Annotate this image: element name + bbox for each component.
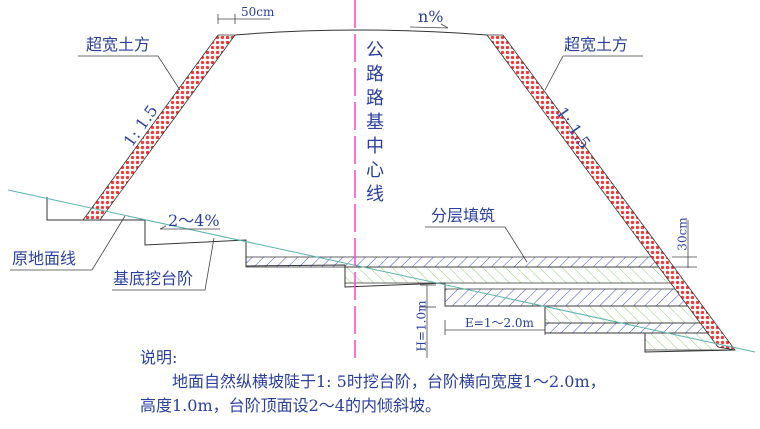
road-surface — [234, 29, 488, 36]
layered-fill-label: 分层填筑 — [431, 206, 496, 225]
layer-2 — [344, 266, 683, 284]
centerline-label: 公路路基中心线 — [363, 40, 384, 208]
layer-thickness-label: 30cm — [675, 217, 690, 251]
leader-lines — [10, 14, 697, 358]
left-extra-width — [82, 34, 236, 221]
crossfall-label: n% — [418, 7, 444, 26]
ground-line — [7, 189, 756, 353]
bench-height-label: H=1.0m — [414, 300, 429, 352]
layer-3 — [444, 288, 699, 307]
fill-layers — [245, 256, 731, 351]
bench-width-label: E=1～2.0m — [465, 316, 534, 330]
layer-4 — [544, 305, 711, 324]
bench-steps — [46, 197, 736, 353]
extra-width-label-left: 超宽土方 — [86, 35, 151, 54]
notes-line-1: 地面自然纵横坡陡于1: 5时挖台阶，台阶横向宽度1～2.0m， — [172, 372, 606, 391]
bench-cut-label: 基底挖台阶 — [113, 269, 194, 288]
width-50cm-label: 50cm — [241, 5, 275, 19]
notes-line-2: 高度1.0m，台阶顶面设2～4的内倾斜坡。 — [140, 396, 441, 415]
bench-slope-label: 2～4% — [168, 211, 220, 230]
notes-title: 说明: — [140, 348, 178, 367]
layer-5 — [544, 322, 718, 334]
ground-line-label: 原地面线 — [12, 249, 77, 268]
extra-width-label-right: 超宽土方 — [564, 35, 629, 54]
